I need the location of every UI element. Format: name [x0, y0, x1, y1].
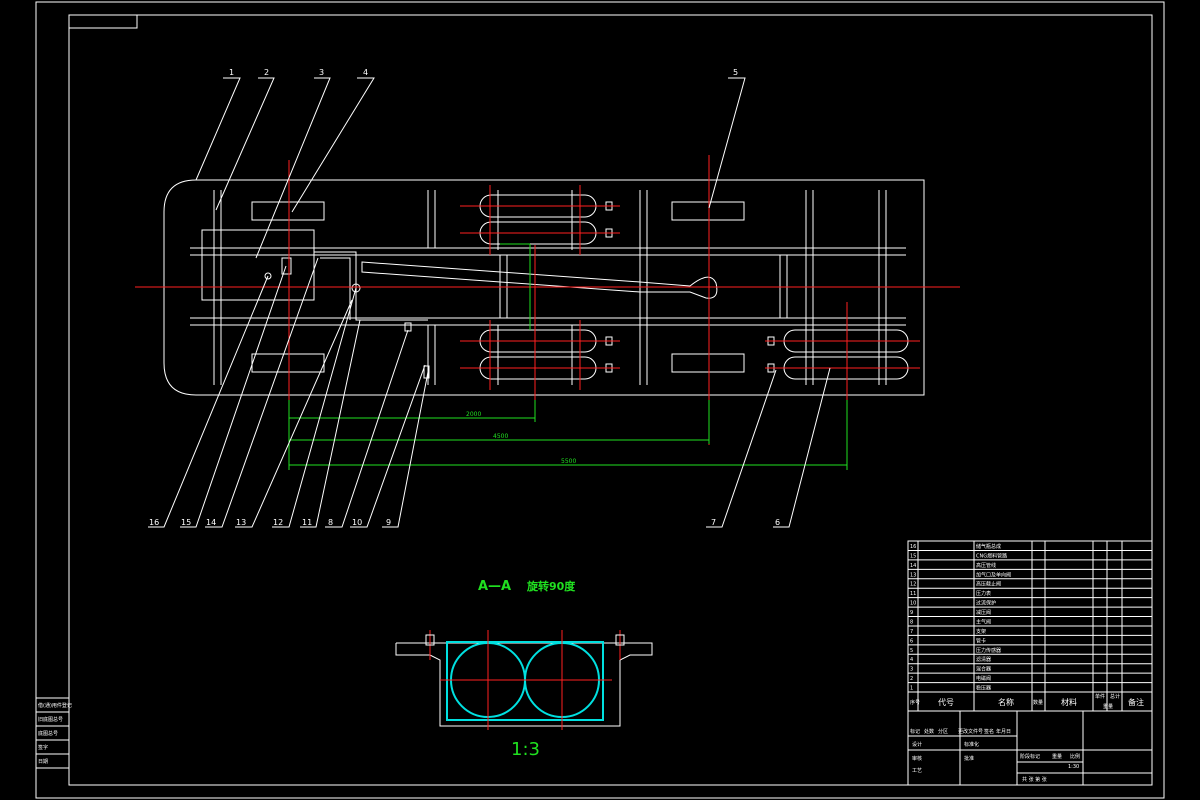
parts-row-number: 10: [910, 601, 916, 607]
sign-row-label: 签名: [984, 728, 994, 735]
parts-row-number: 7: [910, 629, 913, 635]
callout-16: 16: [149, 518, 159, 527]
tb-h-qty: 数量: [1033, 699, 1043, 706]
tb-h-no: 序号: [910, 699, 920, 706]
tb-h-unit: 单件: [1095, 693, 1105, 700]
tb-h-code: 代号: [938, 697, 954, 707]
tb-stage: 阶段标记: [1020, 753, 1040, 760]
parts-row-number: 13: [910, 572, 916, 578]
dim-4500: 4500: [493, 433, 508, 440]
parts-row-number: 12: [910, 582, 916, 588]
parts-row-number: 4: [910, 657, 913, 663]
parts-row-number: 5: [910, 648, 913, 654]
parts-row-name: 主气阀: [976, 618, 991, 625]
tb-h-total: 总计: [1110, 693, 1120, 700]
parts-row-number: 6: [910, 638, 913, 644]
strip-2: 旧底图总号: [38, 716, 63, 723]
center-lines: [135, 155, 960, 470]
cylinder-pair-front-bottom: [479, 325, 613, 385]
callout-13: 13: [236, 518, 246, 527]
callout-6: 6: [775, 518, 780, 527]
callout-1: 1: [229, 68, 234, 77]
section-scale: 1:3: [511, 739, 540, 760]
tb-check: 审核: [912, 755, 922, 762]
parts-row-name: 加气口及单向阀: [976, 571, 1011, 578]
section-view-aa: A—A 旋转90度 1:3: [395, 579, 653, 760]
parts-row-number: 2: [910, 676, 913, 682]
section-title: A—A: [478, 579, 511, 594]
inner-border: [68, 14, 1153, 786]
tb-approve: 批准: [964, 755, 974, 762]
parts-row-name: 支架: [976, 628, 986, 635]
callout-11: 11: [302, 518, 312, 527]
tb-process: 工艺: [912, 768, 922, 774]
callout-4: 4: [363, 68, 368, 77]
callout-numbers: 1 2 3 4 5 6 7 8 9 10 11 12 13 14 15 16: [149, 68, 780, 527]
callout-5: 5: [733, 68, 738, 77]
tb-h-weight: 重量: [1103, 703, 1113, 710]
parts-row-name: 过流保护: [976, 600, 996, 607]
parts-row-number: 11: [910, 591, 916, 597]
parts-row-number: 16: [910, 544, 916, 550]
parts-row-name: 压力表: [976, 590, 991, 597]
strip-5: 日期: [38, 759, 48, 765]
dim-2000: 2000: [466, 411, 481, 418]
callout-10: 10: [352, 518, 362, 527]
sign-row-label: 年月日: [996, 728, 1011, 735]
sign-row-label: 更改文件号: [958, 728, 983, 735]
callout-8: 8: [328, 518, 333, 527]
sign-row-label: 分区: [938, 728, 948, 735]
parts-row-name: CNG燃料管路: [976, 552, 1007, 559]
parts-row-number: 14: [910, 563, 916, 569]
tb-scale: 1:30: [1068, 764, 1079, 770]
callout-14: 14: [206, 518, 216, 527]
parts-row-number: 15: [910, 553, 916, 559]
parts-row-number: 9: [910, 610, 913, 616]
parts-row-name: 稳压器: [976, 685, 991, 692]
dimension-lines: 2000 4500 5500: [288, 243, 848, 470]
strip-1: 借(通)用件登记: [38, 702, 72, 709]
parts-row-name: 压力传感器: [976, 647, 1001, 654]
parts-row-name: 混合器: [976, 666, 991, 673]
parts-row-name: 储气瓶总成: [976, 543, 1001, 550]
title-block: 序号 代号 名称 数量 材料 单件 总计 重量 备注 1:30 阶段标记 重量 …: [907, 540, 1153, 786]
strip-4: 签字: [38, 744, 48, 751]
callout-7: 7: [711, 518, 716, 527]
tb-h-mat: 材料: [1061, 697, 1077, 707]
tb-sheets: 共 张 第 张: [1022, 776, 1047, 783]
dim-5500: 5500: [561, 458, 576, 465]
tb-h-name: 名称: [998, 697, 1014, 707]
sign-row-label: 标记: [910, 728, 920, 735]
tb-weight: 重量: [1052, 753, 1062, 760]
strip-3: 底图总号: [38, 730, 58, 737]
parts-row-name: 减压阀: [976, 609, 991, 616]
parts-row-name: 电磁阀: [976, 675, 991, 682]
cylinder-pair-front-top: [479, 190, 613, 250]
leader-lines: [148, 77, 831, 528]
parts-row-name: 管卡: [976, 637, 986, 644]
sign-row-label: 处数: [924, 728, 934, 735]
corner-tag: [68, 14, 138, 29]
parts-row-number: 8: [910, 619, 913, 625]
callout-2: 2: [264, 68, 269, 77]
tb-ratio: 比例: [1070, 753, 1080, 760]
tb-h-remark: 备注: [1128, 697, 1144, 707]
parts-row-name: 滤清器: [976, 656, 991, 663]
parts-row-number: 3: [910, 667, 913, 673]
callout-3: 3: [319, 68, 324, 77]
cylinder-pair-rear: [767, 329, 909, 380]
parts-row-name: 高压截止阀: [976, 581, 1001, 588]
left-signature-strip: 借(通)用件登记 旧底图总号 底图总号 签字 日期: [36, 697, 72, 769]
callout-15: 15: [181, 518, 191, 527]
tb-design: 设计: [912, 741, 922, 748]
parts-row-number: 1: [910, 686, 913, 692]
parts-row-name: 高压管线: [976, 562, 996, 569]
outer-border: [35, 1, 1165, 799]
callout-9: 9: [386, 518, 391, 527]
callout-12: 12: [273, 518, 283, 527]
section-note: 旋转90度: [526, 579, 576, 593]
tb-standard: 标准化: [964, 741, 979, 748]
